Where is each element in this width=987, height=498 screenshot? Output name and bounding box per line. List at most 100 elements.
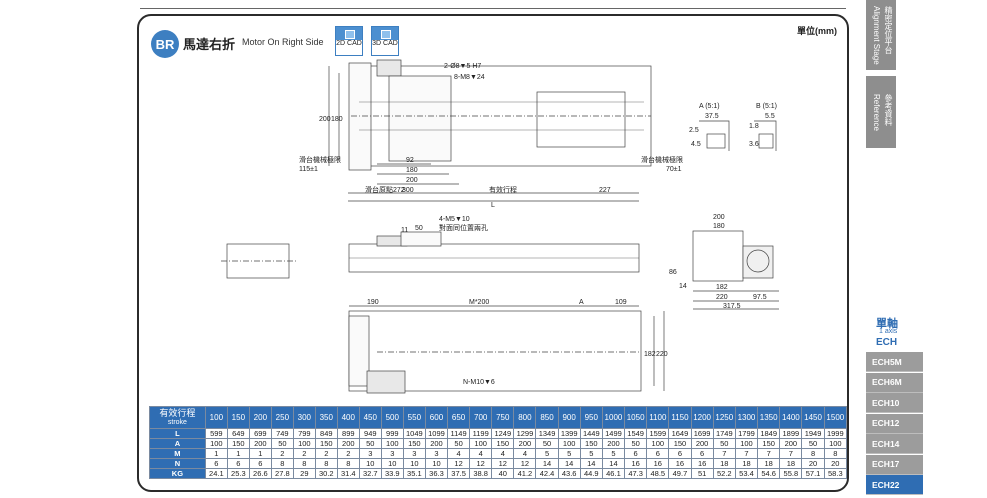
table-cell: 14 <box>557 458 581 469</box>
table-cell: 8 <box>801 448 825 459</box>
table-cell: 150 <box>226 438 250 449</box>
table-cell: 1999 <box>823 428 847 439</box>
dim-label: 70±1 <box>666 166 682 173</box>
table-cell: 38.8 <box>469 468 493 479</box>
cad-3d-button[interactable]: 3D CAD <box>371 26 399 56</box>
table-cell: 200 <box>336 438 360 449</box>
model-item-ech17[interactable]: ECH17 <box>866 454 923 475</box>
dim-label: M*200 <box>469 299 489 306</box>
spec-sheet-frame: BR 馬達右折 Motor On Right Side 2D CAD 3D CA… <box>137 14 849 492</box>
table-cell: 50 <box>358 438 382 449</box>
table-cell: 31.4 <box>336 468 360 479</box>
table-cell: 42.4 <box>535 468 559 479</box>
table-cell: 10 <box>424 458 449 469</box>
dim-label: 180 <box>331 116 343 123</box>
stroke-column-header: 350 <box>314 406 338 429</box>
table-cell: 6 <box>668 448 692 459</box>
table-cell: 4 <box>447 448 471 459</box>
row-label: L <box>149 428 206 439</box>
stroke-column-header: 900 <box>557 406 581 429</box>
dim-label: 200 <box>319 116 331 123</box>
end-view <box>692 230 744 282</box>
table-cell: 33.9 <box>380 468 404 479</box>
stroke-column-header: 100 <box>204 406 228 429</box>
dim-label: N-M10▼6 <box>463 379 495 386</box>
dim-label: 92 <box>406 157 414 164</box>
dim-label: 227 <box>599 187 611 194</box>
model-item-ech6m[interactable]: ECH6M <box>866 372 923 393</box>
stroke-column-header: 750 <box>491 406 515 429</box>
stroke-column-header: 1050 <box>624 406 648 429</box>
table-cell: 43.6 <box>557 468 581 479</box>
table-cell: 4 <box>469 448 493 459</box>
dim-label: 滑台機械極限 <box>641 155 683 164</box>
stroke-column-header: 800 <box>513 406 537 429</box>
dim-label: 190 <box>367 299 379 306</box>
table-cell: 5 <box>535 448 559 459</box>
table-cell: 40 <box>491 468 515 479</box>
tab-label-cn: 參考資料 <box>884 94 893 126</box>
table-cell: 51 <box>690 468 714 479</box>
top-view-endcap-left <box>348 62 372 171</box>
dim-label: 2.5 <box>689 127 699 134</box>
table-cell: 8 <box>314 458 338 469</box>
dim-label: 2-Ø8▼5 H7 <box>444 63 481 70</box>
model-item-ech10[interactable]: ECH10 <box>866 393 923 413</box>
dim-label: 86 <box>669 269 677 276</box>
table-cell: 1549 <box>624 428 648 439</box>
table-cell: 16 <box>668 458 692 469</box>
stroke-column-header: 300 <box>292 406 316 429</box>
stroke-column-header: 1150 <box>668 406 692 429</box>
table-cell: 1849 <box>757 428 781 439</box>
table-cell: 1149 <box>447 428 471 439</box>
model-item-ech5m[interactable]: ECH5M <box>866 352 923 372</box>
table-cell: 49.7 <box>668 468 692 479</box>
table-cell: 3 <box>402 448 426 459</box>
model-item-ech22[interactable]: ECH22 <box>866 475 923 495</box>
table-cell: 2 <box>270 448 294 459</box>
stroke-column-header: 1100 <box>646 406 670 429</box>
stroke-column-header: 1200 <box>690 406 714 429</box>
tab-reference[interactable]: 參考資料 Reference <box>866 76 896 148</box>
dim-label: 8-M8▼24 <box>454 74 485 81</box>
table-cell: 2 <box>314 448 338 459</box>
table-cell: 50 <box>801 438 825 449</box>
row-label: KG <box>149 468 206 479</box>
dim-label: 14 <box>679 283 687 290</box>
detail-b <box>754 120 777 151</box>
table-cell: 8 <box>270 458 294 469</box>
table-cell: 100 <box>204 438 228 449</box>
table-cell: 1249 <box>491 428 515 439</box>
dim-label: 37.5 <box>705 113 719 120</box>
dim-label: 220 <box>716 294 728 301</box>
dim-label: 滑台原點272 <box>365 185 405 194</box>
dim-label: 300 <box>402 187 414 194</box>
table-cell: 200 <box>513 438 537 449</box>
table-cell: 1199 <box>469 428 493 439</box>
table-cell: 1399 <box>557 428 581 439</box>
table-cell: 32.7 <box>358 468 382 479</box>
cad-2d-button[interactable]: 2D CAD <box>335 26 363 56</box>
stroke-column-header: 1250 <box>712 406 736 429</box>
top-view-slider <box>388 75 452 162</box>
table-cell: 200 <box>690 438 714 449</box>
stroke-header-cn: 有效行程 <box>159 407 196 418</box>
table-cell: 16 <box>624 458 648 469</box>
dim-label: 滑台機械極限 <box>299 155 341 164</box>
tab-alignment-stage[interactable]: 精密定位平台 Alignment Stage <box>866 0 896 70</box>
table-cell: 5 <box>579 448 603 459</box>
table-cell: 58.3 <box>823 468 847 479</box>
dim-label: 220 <box>656 351 668 358</box>
table-cell: 50 <box>712 438 736 449</box>
dim-label: 97.5 <box>753 294 767 301</box>
table-cell: 150 <box>579 438 603 449</box>
table-cell: 6 <box>690 448 714 459</box>
dim-label: 有效行程 <box>489 185 517 194</box>
model-item-ech12[interactable]: ECH12 <box>866 413 923 434</box>
stroke-column-header: 150 <box>226 406 250 429</box>
table-cell: 16 <box>690 458 714 469</box>
table-cell: 1299 <box>513 428 537 439</box>
model-item-ech14[interactable]: ECH14 <box>866 434 923 454</box>
table-cell: 20 <box>801 458 825 469</box>
